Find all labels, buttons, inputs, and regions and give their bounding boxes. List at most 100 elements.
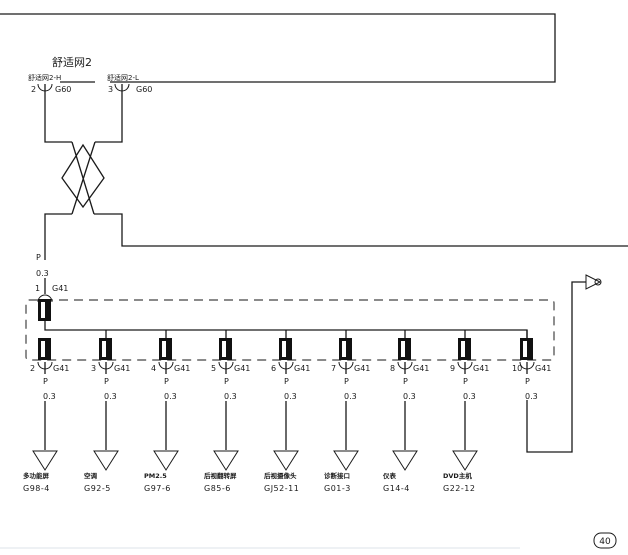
network-low-pin: 3 xyxy=(108,85,113,94)
input-wire-color: P xyxy=(36,253,41,262)
ground-destination-symbol-2 xyxy=(32,450,58,471)
comfort-bus-frame-line xyxy=(0,13,556,83)
output-wire-color: P xyxy=(525,377,530,386)
output-pin: 10 xyxy=(512,364,522,373)
ground-destination-symbol-6 xyxy=(273,450,299,471)
network-high-pin: 2 xyxy=(31,85,36,94)
output-terminal-slot-4 xyxy=(162,341,166,357)
output-wire-size: 0.3 xyxy=(344,392,357,401)
pin10-arrow-circle xyxy=(594,278,602,286)
input-wire-size: 0.3 xyxy=(36,269,49,278)
input-conn: G41 xyxy=(52,284,68,293)
twisted-pair-diamond xyxy=(61,143,105,209)
network-title: 舒适网2 xyxy=(52,55,92,69)
destination-code: G98-4 xyxy=(23,484,50,493)
pin10-route xyxy=(526,281,586,453)
pin10-arrow xyxy=(585,274,602,290)
input-pin: 1 xyxy=(35,284,40,293)
network-low-conn: G60 xyxy=(136,85,152,94)
output-pin: 9 xyxy=(450,364,455,373)
output-conn: G41 xyxy=(114,364,130,373)
output-wire-color: P xyxy=(344,377,349,386)
output-conn: G41 xyxy=(294,364,310,373)
output-pin: 6 xyxy=(271,364,276,373)
output-terminal-slot-10 xyxy=(523,341,527,357)
input-terminal-slot xyxy=(41,302,45,318)
output-terminal-slot-3 xyxy=(102,341,106,357)
destination-code: G92-5 xyxy=(84,484,111,493)
output-wire-color: P xyxy=(224,377,229,386)
twisted-pair-low-in xyxy=(95,84,123,143)
ground-destination-symbol-9 xyxy=(452,450,478,471)
output-pin: 8 xyxy=(390,364,395,373)
output-terminal-slot-2 xyxy=(41,341,45,357)
output-pin: 4 xyxy=(151,364,156,373)
output-pin: 3 xyxy=(91,364,96,373)
destination-name: 后视摄像头 xyxy=(264,471,297,480)
output-wire-size: 0.3 xyxy=(104,392,117,401)
page-number-badge xyxy=(593,532,617,549)
network-high-conn: G60 xyxy=(55,85,71,94)
output-conn: G41 xyxy=(473,364,489,373)
destination-code: G85-6 xyxy=(204,484,231,493)
output-wire-color: P xyxy=(284,377,289,386)
network-high-label: 舒适网2-H xyxy=(28,73,61,82)
output-conn: G41 xyxy=(234,364,250,373)
ground-destination-symbol-3 xyxy=(93,450,119,471)
twisted-pair-cross-b xyxy=(71,141,96,215)
destination-name: 诊断接口 xyxy=(324,471,350,480)
ground-destination-symbol-8 xyxy=(392,450,418,471)
ground-destination-symbol-4 xyxy=(153,450,179,471)
output-terminal-slot-5 xyxy=(222,341,226,357)
twisted-pair-low-out xyxy=(94,213,628,247)
output-wire-size: 0.3 xyxy=(43,392,56,401)
destination-name: DVD主机 xyxy=(443,471,472,480)
twisted-pair-high-in xyxy=(44,84,72,143)
output-pin: 5 xyxy=(211,364,216,373)
destination-code: G14-4 xyxy=(383,484,410,493)
output-wire-color: P xyxy=(463,377,468,386)
page-number: 40 xyxy=(599,537,611,547)
destination-name: PM2.5 xyxy=(144,472,167,480)
output-terminal-slot-9 xyxy=(461,341,465,357)
destination-name: 多功能屏 xyxy=(23,471,50,480)
output-terminal-slot-8 xyxy=(401,341,405,357)
output-wire-color: P xyxy=(164,377,169,386)
output-wire-color: P xyxy=(43,377,48,386)
output-pin: 7 xyxy=(331,364,336,373)
twisted-pair-high-out xyxy=(44,213,72,260)
output-wire-size: 0.3 xyxy=(164,392,177,401)
output-wire-color: P xyxy=(403,377,408,386)
destination-code: G01-3 xyxy=(324,484,351,493)
output-conn: G41 xyxy=(53,364,69,373)
output-terminal-slot-7 xyxy=(342,341,346,357)
destination-name: 后视翻转屏 xyxy=(204,471,237,480)
output-wire-size: 0.3 xyxy=(403,392,416,401)
destination-name: 仪表 xyxy=(382,471,397,480)
network-low-label: 舒适网2-L xyxy=(107,73,139,82)
destination-code: GJ52-11 xyxy=(264,484,299,493)
output-pin: 2 xyxy=(30,364,35,373)
output-conn: G41 xyxy=(413,364,429,373)
destination-code: G22-12 xyxy=(443,484,475,493)
destination-code: G97-6 xyxy=(144,484,171,493)
ground-destination-symbol-7 xyxy=(333,450,359,471)
output-conn: G41 xyxy=(535,364,551,373)
output-conn: G41 xyxy=(354,364,370,373)
output-conn: G41 xyxy=(174,364,190,373)
output-wire-size: 0.3 xyxy=(525,392,538,401)
output-wire-size: 0.3 xyxy=(224,392,237,401)
output-wire-color: P xyxy=(104,377,109,386)
output-wire-size: 0.3 xyxy=(284,392,297,401)
